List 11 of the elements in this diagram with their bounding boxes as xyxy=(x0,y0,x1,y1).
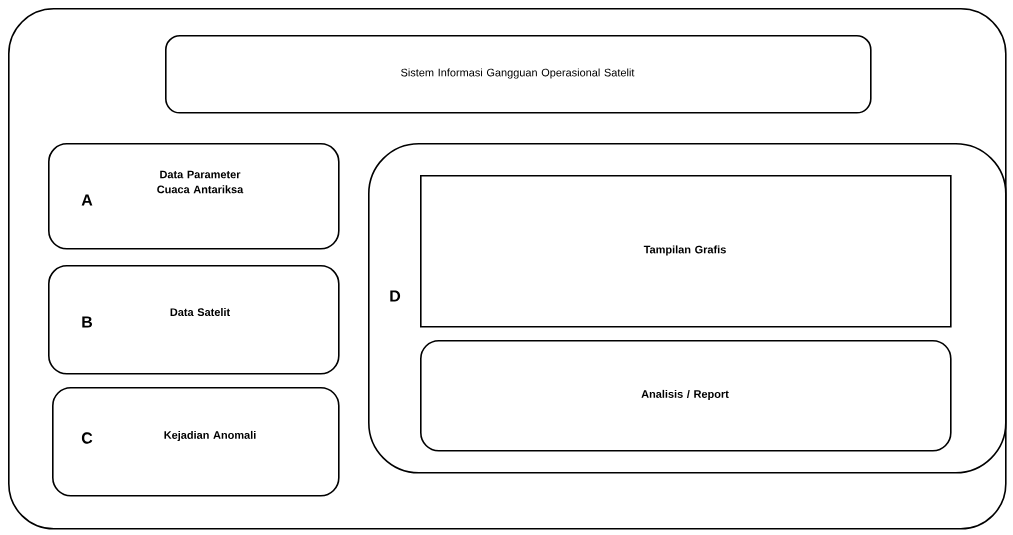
section-letter: B xyxy=(82,316,93,328)
box-label: Kejadian Anomali xyxy=(164,430,256,442)
box-label: Analisis / Report xyxy=(641,389,729,401)
title-text: Sistem Informasi Gangguan Operasional Satelit xyxy=(401,68,635,79)
box-label: Data Parameter Cuaca Antariksa xyxy=(157,170,244,194)
section-letter: A xyxy=(81,194,93,206)
box-label: Tampilan Grafis xyxy=(643,245,726,256)
box-label: Data Satelit xyxy=(170,307,230,316)
section-letter: C xyxy=(81,432,93,444)
system-frame xyxy=(8,8,1007,530)
section-letter: D xyxy=(390,290,401,302)
